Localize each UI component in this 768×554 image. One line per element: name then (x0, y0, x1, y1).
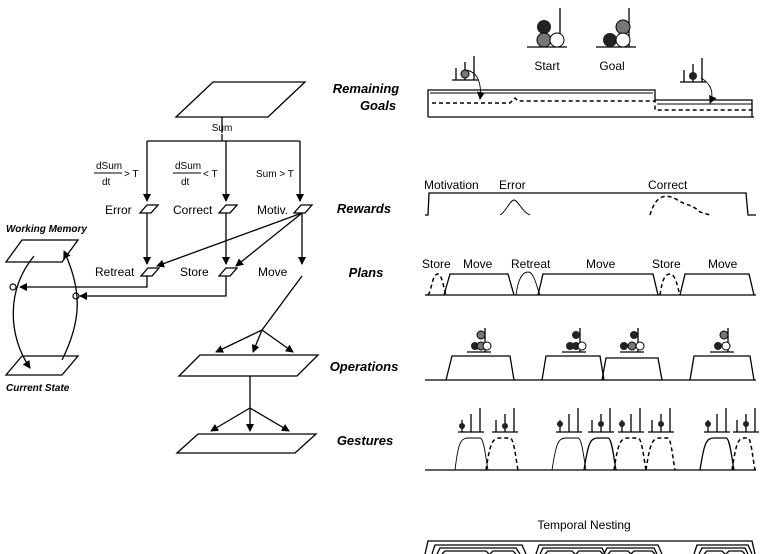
current-state-label: Current State (6, 383, 70, 394)
remaining-goals-trace (427, 55, 754, 118)
temporal-nesting-trace (424, 540, 756, 554)
current-state-layer (4, 355, 80, 376)
goal-label: Goal (599, 59, 624, 73)
goal-board-icon (596, 8, 636, 48)
level-label-remaining: Remaining (333, 81, 400, 96)
move-label: Move (258, 265, 288, 279)
trace-label-move-3: Move (708, 257, 738, 271)
operations-trace (425, 328, 756, 381)
arrow-motiv-to-store (235, 212, 303, 267)
trace-label-move-2: Move (586, 257, 616, 271)
store-output (79, 276, 227, 300)
error-node (138, 204, 160, 214)
motiv-node (292, 204, 314, 214)
level-label-gestures: Gestures (337, 433, 393, 448)
ops-fan-right (249, 407, 290, 432)
retreat-gate (9, 283, 17, 291)
error-label: Error (105, 203, 132, 217)
rewards-trace (425, 192, 756, 216)
motiv-label: Motiv. (257, 203, 288, 217)
trace-label-move-1: Move (463, 257, 493, 271)
store-node (217, 267, 239, 277)
cond2-numerator: dSum (175, 161, 201, 172)
trace-label-store-2: Store (652, 257, 681, 271)
retreat-output (19, 276, 148, 291)
move-fan-right (261, 329, 294, 353)
remaining-goals-layer (174, 81, 307, 118)
move-output (261, 275, 303, 331)
state-to-wm-loop (61, 250, 78, 361)
cond2-relation: < T (203, 169, 218, 180)
level-label-rewards: Rewards (337, 201, 391, 216)
retreat-node (139, 267, 161, 277)
arrow-motiv-to-retreat (156, 212, 303, 268)
gestures-trace (425, 407, 760, 471)
cond1-relation: > T (124, 169, 139, 180)
wm-to-state-loop (12, 255, 35, 369)
retreat-label: Retreat (95, 265, 135, 279)
working-memory-label: Working Memory (6, 224, 87, 235)
correct-node (217, 204, 239, 214)
cond3-label: Sum > T (256, 169, 294, 180)
cond2-denominator: dt (181, 177, 190, 188)
move-fan-mid (251, 329, 263, 353)
trace-label-motivation: Motivation (424, 178, 479, 192)
cond1-numerator: dSum (96, 161, 122, 172)
plans-trace (425, 271, 756, 296)
move-fan-left (215, 329, 263, 353)
correct-label: Correct (173, 203, 213, 217)
cond1-denominator: dt (102, 177, 111, 188)
gestures-layer (175, 433, 318, 454)
level-label-plans: Plans (349, 265, 384, 280)
start-board-icon (527, 8, 567, 48)
sum-label: Sum (212, 123, 233, 134)
level-label-operations: Operations (330, 359, 399, 374)
level-label-goals: Goals (360, 98, 396, 113)
working-memory-layer (4, 239, 80, 263)
temporal-nesting-title: Temporal Nesting (537, 518, 630, 532)
operations-layer (177, 354, 320, 377)
trace-label-store-1: Store (422, 257, 451, 271)
ops-fan-left (210, 407, 251, 432)
store-gate (72, 292, 80, 300)
store-label: Store (180, 265, 209, 279)
trace-label-correct: Correct (648, 178, 688, 192)
trace-label-error: Error (499, 178, 526, 192)
trace-label-retreat: Retreat (511, 257, 551, 271)
start-label: Start (534, 59, 560, 73)
